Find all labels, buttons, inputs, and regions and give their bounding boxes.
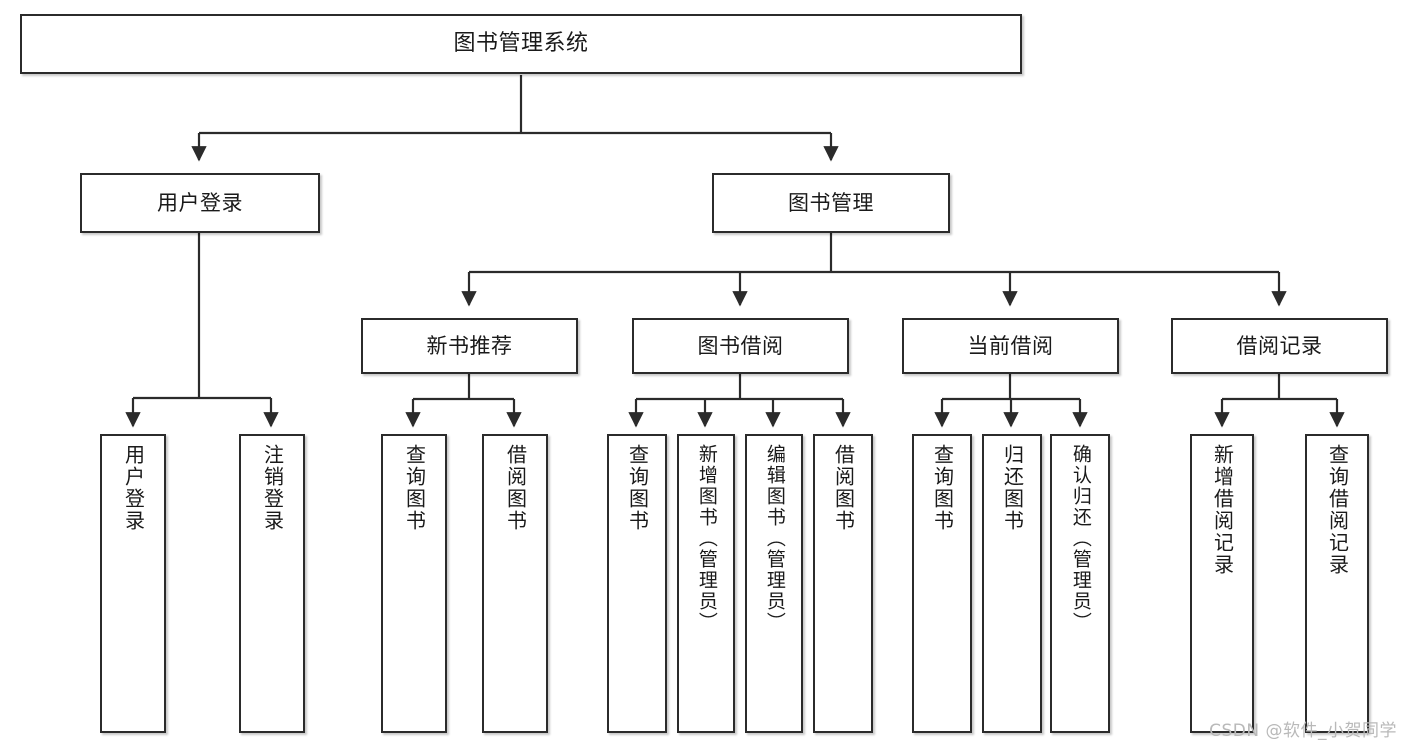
node-user-login-label: 用户登录 xyxy=(157,190,243,215)
leaf-add-borrow-record-label: 新增借阅记录 xyxy=(1210,444,1235,576)
leaf-query-borrow-record[interactable]: 查询借阅记录 xyxy=(1305,434,1369,733)
leaf-user-login[interactable]: 用户登录 xyxy=(100,434,166,733)
leaf-add-book-label: 新增图书（管理员） xyxy=(695,444,718,633)
leaf-query-borrow-record-label: 查询借阅记录 xyxy=(1325,444,1350,576)
leaf-borrow-book-1[interactable]: 借阅图书 xyxy=(482,434,548,733)
node-book-borrow[interactable]: 图书借阅 xyxy=(632,318,849,374)
node-borrow-record-label: 借阅记录 xyxy=(1236,333,1323,358)
leaf-borrow-book-2-label: 借阅图书 xyxy=(831,444,856,532)
leaf-borrow-book-2[interactable]: 借阅图书 xyxy=(813,434,873,733)
node-book-borrow-label: 图书借阅 xyxy=(697,333,784,358)
leaf-query-book-1-label: 查询图书 xyxy=(402,444,427,532)
node-book-manage-label: 图书管理 xyxy=(788,190,874,215)
node-current-borrow-label: 当前借阅 xyxy=(967,333,1054,358)
leaf-add-book[interactable]: 新增图书（管理员） xyxy=(677,434,735,733)
leaf-user-login-label: 用户登录 xyxy=(121,444,146,532)
leaf-borrow-book-1-label: 借阅图书 xyxy=(503,444,528,532)
node-root-label: 图书管理系统 xyxy=(453,31,589,57)
node-new-book-rec[interactable]: 新书推荐 xyxy=(361,318,578,374)
leaf-confirm-return-label: 确认归还（管理员） xyxy=(1069,444,1092,633)
leaf-query-book-2[interactable]: 查询图书 xyxy=(607,434,667,733)
leaf-edit-book-label: 编辑图书（管理员） xyxy=(763,444,786,633)
leaf-return-book-label: 归还图书 xyxy=(1000,444,1025,532)
node-borrow-record[interactable]: 借阅记录 xyxy=(1171,318,1388,374)
leaf-logout-login-label: 注销登录 xyxy=(260,444,285,532)
leaf-logout-login[interactable]: 注销登录 xyxy=(239,434,305,733)
node-book-manage[interactable]: 图书管理 xyxy=(712,173,950,233)
leaf-confirm-return[interactable]: 确认归还（管理员） xyxy=(1050,434,1110,733)
csdn-watermark: CSDN @软件_小贺同学 xyxy=(1209,721,1397,741)
leaf-query-book-2-label: 查询图书 xyxy=(625,444,650,532)
node-current-borrow[interactable]: 当前借阅 xyxy=(902,318,1119,374)
leaf-query-book-1[interactable]: 查询图书 xyxy=(381,434,447,733)
node-new-book-rec-label: 新书推荐 xyxy=(426,333,513,358)
leaf-query-book-3-label: 查询图书 xyxy=(930,444,955,532)
node-root[interactable]: 图书管理系统 xyxy=(20,14,1022,74)
leaf-return-book[interactable]: 归还图书 xyxy=(982,434,1042,733)
leaf-query-book-3[interactable]: 查询图书 xyxy=(912,434,972,733)
leaf-add-borrow-record[interactable]: 新增借阅记录 xyxy=(1190,434,1254,733)
node-user-login[interactable]: 用户登录 xyxy=(80,173,320,233)
leaf-edit-book[interactable]: 编辑图书（管理员） xyxy=(745,434,803,733)
